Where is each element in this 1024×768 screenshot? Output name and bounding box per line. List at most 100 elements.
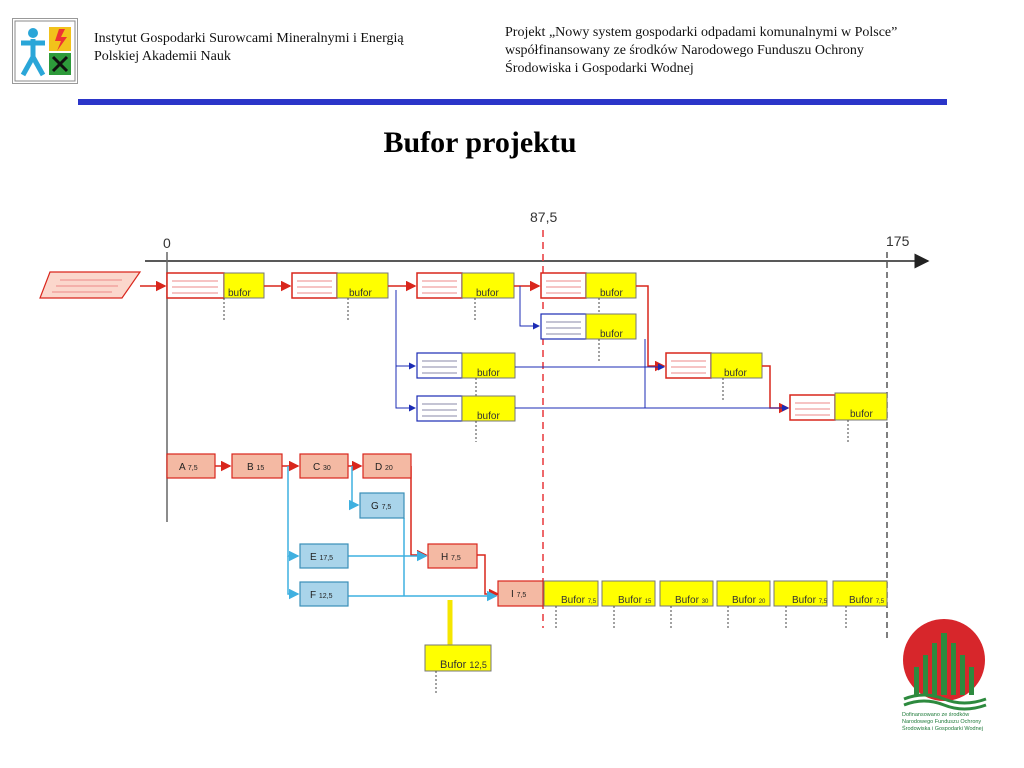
chain-G-label: G (371, 501, 379, 512)
caption-line-3: Środowiska i Gospodarki Wodnej (902, 726, 983, 732)
chain-task-D: D 20 (362, 453, 412, 479)
chain-H-duration: 7,5 (451, 555, 461, 562)
chain-E-duration: 17,5 (319, 555, 333, 562)
top-buffer-3-label: bufor (476, 288, 499, 299)
feeding-buffer-label: Bufor (440, 659, 467, 671)
project-buffer-2-label: Bufor (618, 595, 643, 606)
chain-task-F: F 12,5 (299, 581, 349, 607)
project-line-3: Środowiska i Gospodarki Wodnej (505, 61, 694, 76)
nfosigw-caption: Dofinansowano ze środków Narodowego Fund… (902, 712, 988, 733)
chain-G-duration: 7,5 (382, 504, 392, 511)
institute-logo-icon (14, 20, 76, 82)
chain-C-label: C (313, 462, 320, 473)
project-buffer-1-label: Bufor (561, 595, 586, 606)
chain-connectors (215, 460, 500, 645)
project-buffer-4-label: Bufor (732, 595, 757, 606)
top-task-8: bufor (665, 352, 763, 402)
institute-line-1: Instytut Gospodarki Surowcami Mineralnym… (94, 31, 404, 46)
svg-text:Bufor 30: Bufor 30 (675, 595, 709, 606)
top-buffer-4-label: bufor (600, 288, 623, 299)
top-buffer-8-label: bufor (724, 368, 747, 379)
top-buffer-6-label: bufor (477, 368, 500, 379)
chain-A-label: A (179, 462, 186, 473)
project-buffer-3: Bufor 30 (659, 580, 714, 628)
chain-C-duration: 30 (323, 465, 331, 472)
feeding-buffer-duration: 12,5 (469, 660, 487, 670)
project-buffer-5: Bufor 7,5 (773, 580, 828, 628)
project-buffer-1: Bufor 7,5 (543, 580, 599, 628)
top-task-9: bufor (789, 392, 888, 442)
chain-B-label: B (247, 462, 254, 473)
chain-I-duration: 7,5 (517, 592, 527, 599)
chain-task-I: I 7,5 (497, 580, 544, 607)
top-task-3: bufor (416, 272, 515, 322)
svg-text:H 7,5: H 7,5 (441, 552, 461, 563)
svg-text:E 17,5: E 17,5 (310, 552, 333, 563)
nfosigw-logo (903, 619, 987, 711)
top-buffer-9-label: bufor (850, 409, 873, 420)
top-task-7: bufor (416, 395, 516, 442)
caption-line-1: Dofinansowano ze środków (902, 712, 970, 718)
chain-D-label: D (375, 462, 382, 473)
chain-B-duration: 15 (256, 465, 264, 472)
chain-A-duration: 7,5 (188, 465, 198, 472)
project-buffer-3-label: Bufor (675, 595, 700, 606)
timeline-start-label: 0 (163, 235, 171, 251)
timeline-end-label: 175 (886, 233, 910, 249)
chain-D-duration: 20 (385, 465, 393, 472)
project-buffer-1-duration: 7,5 (588, 599, 597, 605)
caption-line-2: Narodowego Funduszu Ochrony (902, 719, 982, 725)
chain-task-G: G 7,5 (359, 492, 405, 519)
svg-text:Bufor 12,5: Bufor 12,5 (440, 659, 487, 671)
svg-text:G 7,5: G 7,5 (371, 501, 391, 512)
chain-F-label: F (310, 590, 316, 601)
top-buffer-7-label: bufor (477, 411, 500, 422)
chain-task-E: E 17,5 (299, 543, 349, 569)
svg-text:C 30: C 30 (313, 462, 331, 473)
svg-text:I 7,5: I 7,5 (511, 589, 526, 600)
project-name: Projekt „Nowy system gospodarki odpadami… (505, 24, 975, 78)
svg-text:A 7,5: A 7,5 (179, 462, 198, 473)
header-rule (78, 99, 947, 105)
svg-text:Bufor 7,5: Bufor 7,5 (792, 595, 828, 606)
top-network-start-node (39, 271, 142, 299)
project-buffer-3-duration: 30 (702, 599, 709, 605)
chain-I-label: I (511, 589, 514, 600)
timeline-mid-label: 87,5 (530, 209, 557, 225)
top-buffer-1-label: bufor (228, 288, 251, 299)
project-buffer-6: Bufor 7,5 (832, 580, 888, 628)
top-buffer-5-label: bufor (600, 329, 623, 340)
chain-F-duration: 12,5 (319, 593, 333, 600)
top-task-1: bufor (166, 272, 265, 322)
top-buffer-2-label: bufor (349, 288, 372, 299)
chain-H-label: H (441, 552, 448, 563)
chain-E-label: E (310, 552, 317, 563)
top-task-2: bufor (291, 272, 389, 322)
project-buffer-2: Bufor 15 (601, 580, 656, 628)
feeding-buffer: Bufor 12,5 (424, 644, 492, 695)
project-buffer-5-label: Bufor (792, 595, 817, 606)
chain-task-A: A 7,5 (166, 453, 216, 479)
svg-text:Bufor 7,5: Bufor 7,5 (561, 595, 597, 606)
svg-text:Bufor 20: Bufor 20 (732, 595, 766, 606)
project-buffer-6-label: Bufor (849, 595, 874, 606)
project-buffer-2-duration: 15 (645, 599, 652, 605)
top-task-6: bufor (416, 352, 516, 400)
chain-task-B: B 15 (231, 453, 283, 479)
svg-text:Bufor 15: Bufor 15 (618, 595, 652, 606)
project-buffer-4-duration: 20 (759, 599, 766, 605)
institute-logo (12, 18, 78, 84)
svg-text:B 15: B 15 (247, 462, 264, 473)
institute-line-2: Polskiej Akademii Nauk (94, 49, 231, 64)
project-buffer-6-duration: 7,5 (876, 599, 885, 605)
project-line-2: współfinansowany ze środków Narodowego F… (505, 43, 864, 58)
svg-text:F 12,5: F 12,5 (310, 590, 333, 601)
project-line-1: Projekt „Nowy system gospodarki odpadami… (505, 25, 898, 40)
top-task-5: bufor (540, 313, 637, 362)
svg-text:D 20: D 20 (375, 462, 393, 473)
slide-title: Bufor projektu (383, 126, 577, 159)
project-buffer-5-duration: 7,5 (819, 599, 828, 605)
chain-task-C: C 30 (299, 453, 349, 479)
svg-text:Bufor 7,5: Bufor 7,5 (849, 595, 885, 606)
